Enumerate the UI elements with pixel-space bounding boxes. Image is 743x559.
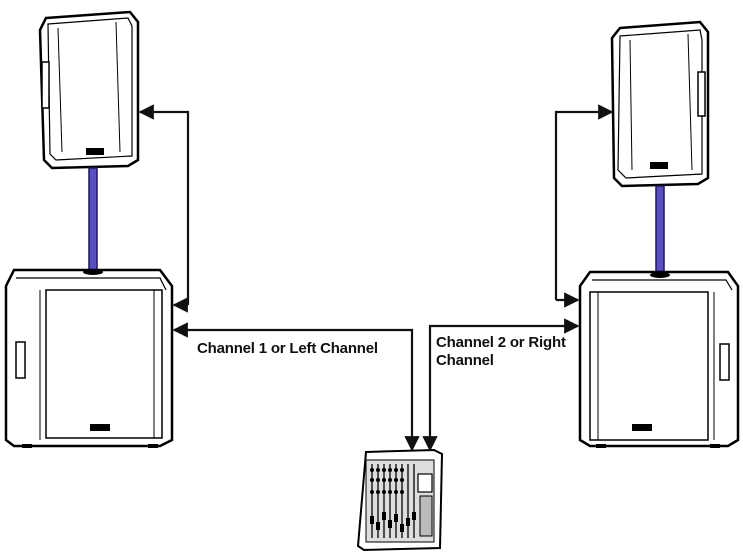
left-channel-label: Channel 1 or Left Channel	[197, 340, 378, 357]
right-cable-to-top-speaker	[554, 104, 614, 300]
right-channel-cable	[422, 318, 580, 452]
right-cable-lines	[422, 104, 614, 452]
right-subwoofer-icon	[578, 270, 740, 448]
right-top-speaker-icon	[610, 20, 710, 188]
left-top-speaker-icon	[38, 10, 140, 170]
left-subwoofer-icon	[4, 268, 174, 448]
right-channel-label: Channel 2 or Right Channel	[436, 334, 566, 369]
left-cable-to-top-speaker	[138, 104, 190, 305]
left-speaker-pole-icon	[88, 167, 98, 273]
left-channel-cable	[172, 322, 420, 452]
left-cable-lines	[138, 104, 420, 452]
mixer-icon	[356, 448, 444, 552]
right-speaker-pole-icon	[655, 185, 665, 277]
